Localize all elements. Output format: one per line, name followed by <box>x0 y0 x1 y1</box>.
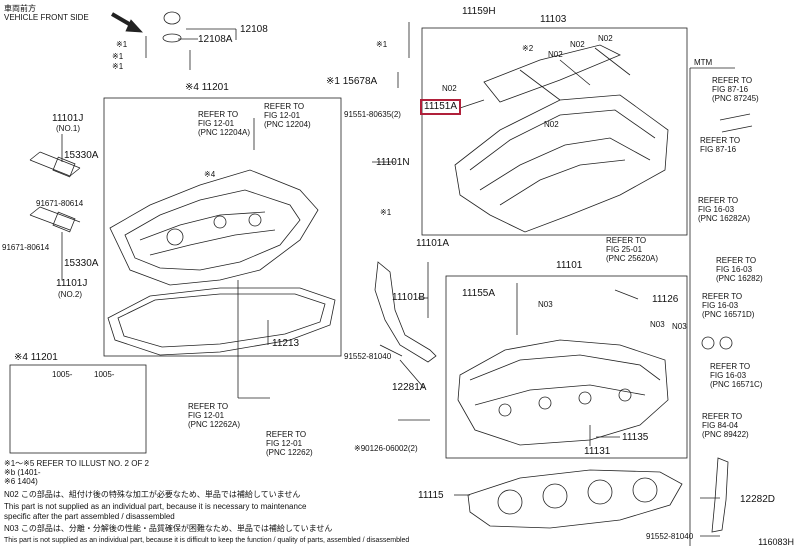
star-marker-1d: ※1 <box>376 40 388 49</box>
note-line-8: This part is not supplied as an individu… <box>4 537 410 544</box>
mtm-label: MTM <box>694 58 713 67</box>
callout-91552-2[interactable]: 91552-81040 <box>646 532 694 541</box>
callout-91551[interactable]: 91551-80635(2) <box>344 110 401 119</box>
star-marker-1b: ※1 <box>112 52 124 61</box>
callout-11155A[interactable]: 11155A <box>462 288 495 299</box>
callout-11101J-1-sub: (NO.1) <box>56 124 80 133</box>
front-direction-label: 車両前方 VEHICLE FRONT SIDE <box>4 4 89 22</box>
callout-11131[interactable]: 11131 <box>584 446 611 457</box>
head-gasket-shape <box>467 469 683 529</box>
star-marker-1a: ※1 <box>116 40 128 49</box>
callout-11101[interactable]: 11101 <box>556 260 583 271</box>
callout-91671-1[interactable]: 91671-80614 <box>36 199 84 208</box>
note-marker-n02-a: N02 <box>442 84 457 93</box>
note-line-3: ※6 1404) <box>4 477 38 486</box>
callout-11115[interactable]: 11115 <box>418 490 444 501</box>
cylinder-head-shape <box>457 339 669 446</box>
note-marker-n02-e: N02 <box>544 120 559 129</box>
callout-11126[interactable]: 11126 <box>652 294 679 305</box>
note-marker-n03-a: N03 <box>538 300 553 309</box>
callout-11101J-2-sub: (NO.2) <box>58 290 82 299</box>
callout-12282D[interactable]: 12282D <box>740 494 776 505</box>
illustration-code: 116083H <box>758 537 794 547</box>
callout-11101J-2[interactable]: 11101J <box>56 278 88 289</box>
callout-11213[interactable]: 11213 <box>272 338 300 349</box>
note-marker-n03-b: N03 <box>650 320 665 329</box>
callout-91671-2[interactable]: 91671-80614 <box>2 243 50 252</box>
cylinder-head-box <box>445 275 688 459</box>
callout-12108[interactable]: 12108 <box>240 24 268 35</box>
injector-1-shape <box>29 151 81 177</box>
callout-12108A[interactable]: 12108A <box>198 34 233 45</box>
callout-11159H[interactable]: 11159H <box>462 6 496 17</box>
note-line-5: This part is not supplied as an individu… <box>4 502 307 511</box>
note-marker-n02-d: N02 <box>548 50 563 59</box>
valve-cover-group-box <box>103 97 342 357</box>
callout-11151A[interactable]: 11151A <box>420 99 461 115</box>
callout-15330A-1[interactable]: 15330A <box>64 150 99 161</box>
note-marker-n02-b: N02 <box>570 40 585 49</box>
valve-cover-shape <box>109 169 319 286</box>
inset-box <box>9 364 147 454</box>
star-marker-4: ※4 <box>204 170 216 179</box>
cover-gasket-shape <box>107 287 336 356</box>
star-marker-1c: ※1 <box>112 62 124 71</box>
note-marker-n03-c: N03 <box>672 322 687 331</box>
camshaft-housing-box <box>421 27 688 236</box>
callout-11103[interactable]: 11103 <box>540 14 567 25</box>
injector-2-shape <box>29 206 81 231</box>
inset-label-1: 1005- <box>52 370 73 379</box>
callout-11101J-1[interactable]: 11101J <box>52 113 84 124</box>
callout-11201[interactable]: ※4 11201 <box>185 82 229 93</box>
note-line-4: N02 この部品は、組付け後の特殊な加工が必要なため、単品では補給していません <box>4 490 301 499</box>
hook-12282D-shape <box>711 457 729 533</box>
callout-12281A[interactable]: 12281A <box>392 382 427 393</box>
note-marker-n02-c: N02 <box>598 34 613 43</box>
callout-91552-1[interactable]: 91552-81040 <box>344 352 392 361</box>
inset-title: ※4 11201 <box>14 352 58 363</box>
callout-11101N[interactable]: 11101N <box>376 157 410 168</box>
callout-15678A[interactable]: ※1 15678A <box>326 76 378 87</box>
callout-11101A[interactable]: 11101A <box>416 238 449 249</box>
note-line-2: ※b (1401- <box>4 468 41 477</box>
note-line-6: specific after the part assembled / disa… <box>4 512 175 521</box>
callout-11135[interactable]: 11135 <box>622 432 649 443</box>
callout-15330A-2[interactable]: 15330A <box>64 258 99 269</box>
bracket-12281A-shape <box>374 261 437 363</box>
note-line-7: N03 この部品は、分離・分解後の性能・品質確保が困難なため、単品では補給してい… <box>4 524 333 533</box>
callout-11101B[interactable]: 11101B <box>392 292 425 303</box>
callout-90126[interactable]: ※90126-06002(2) <box>354 444 418 453</box>
star-marker-1e: ※1 <box>380 208 392 217</box>
camshaft-housing-shape <box>454 94 669 233</box>
star-marker-2: ※2 <box>522 44 534 53</box>
note-line-1: ※1～※5 REFER TO ILLUST NO. 2 OF 2 <box>4 459 150 468</box>
inset-label-2: 1005- <box>94 370 115 379</box>
